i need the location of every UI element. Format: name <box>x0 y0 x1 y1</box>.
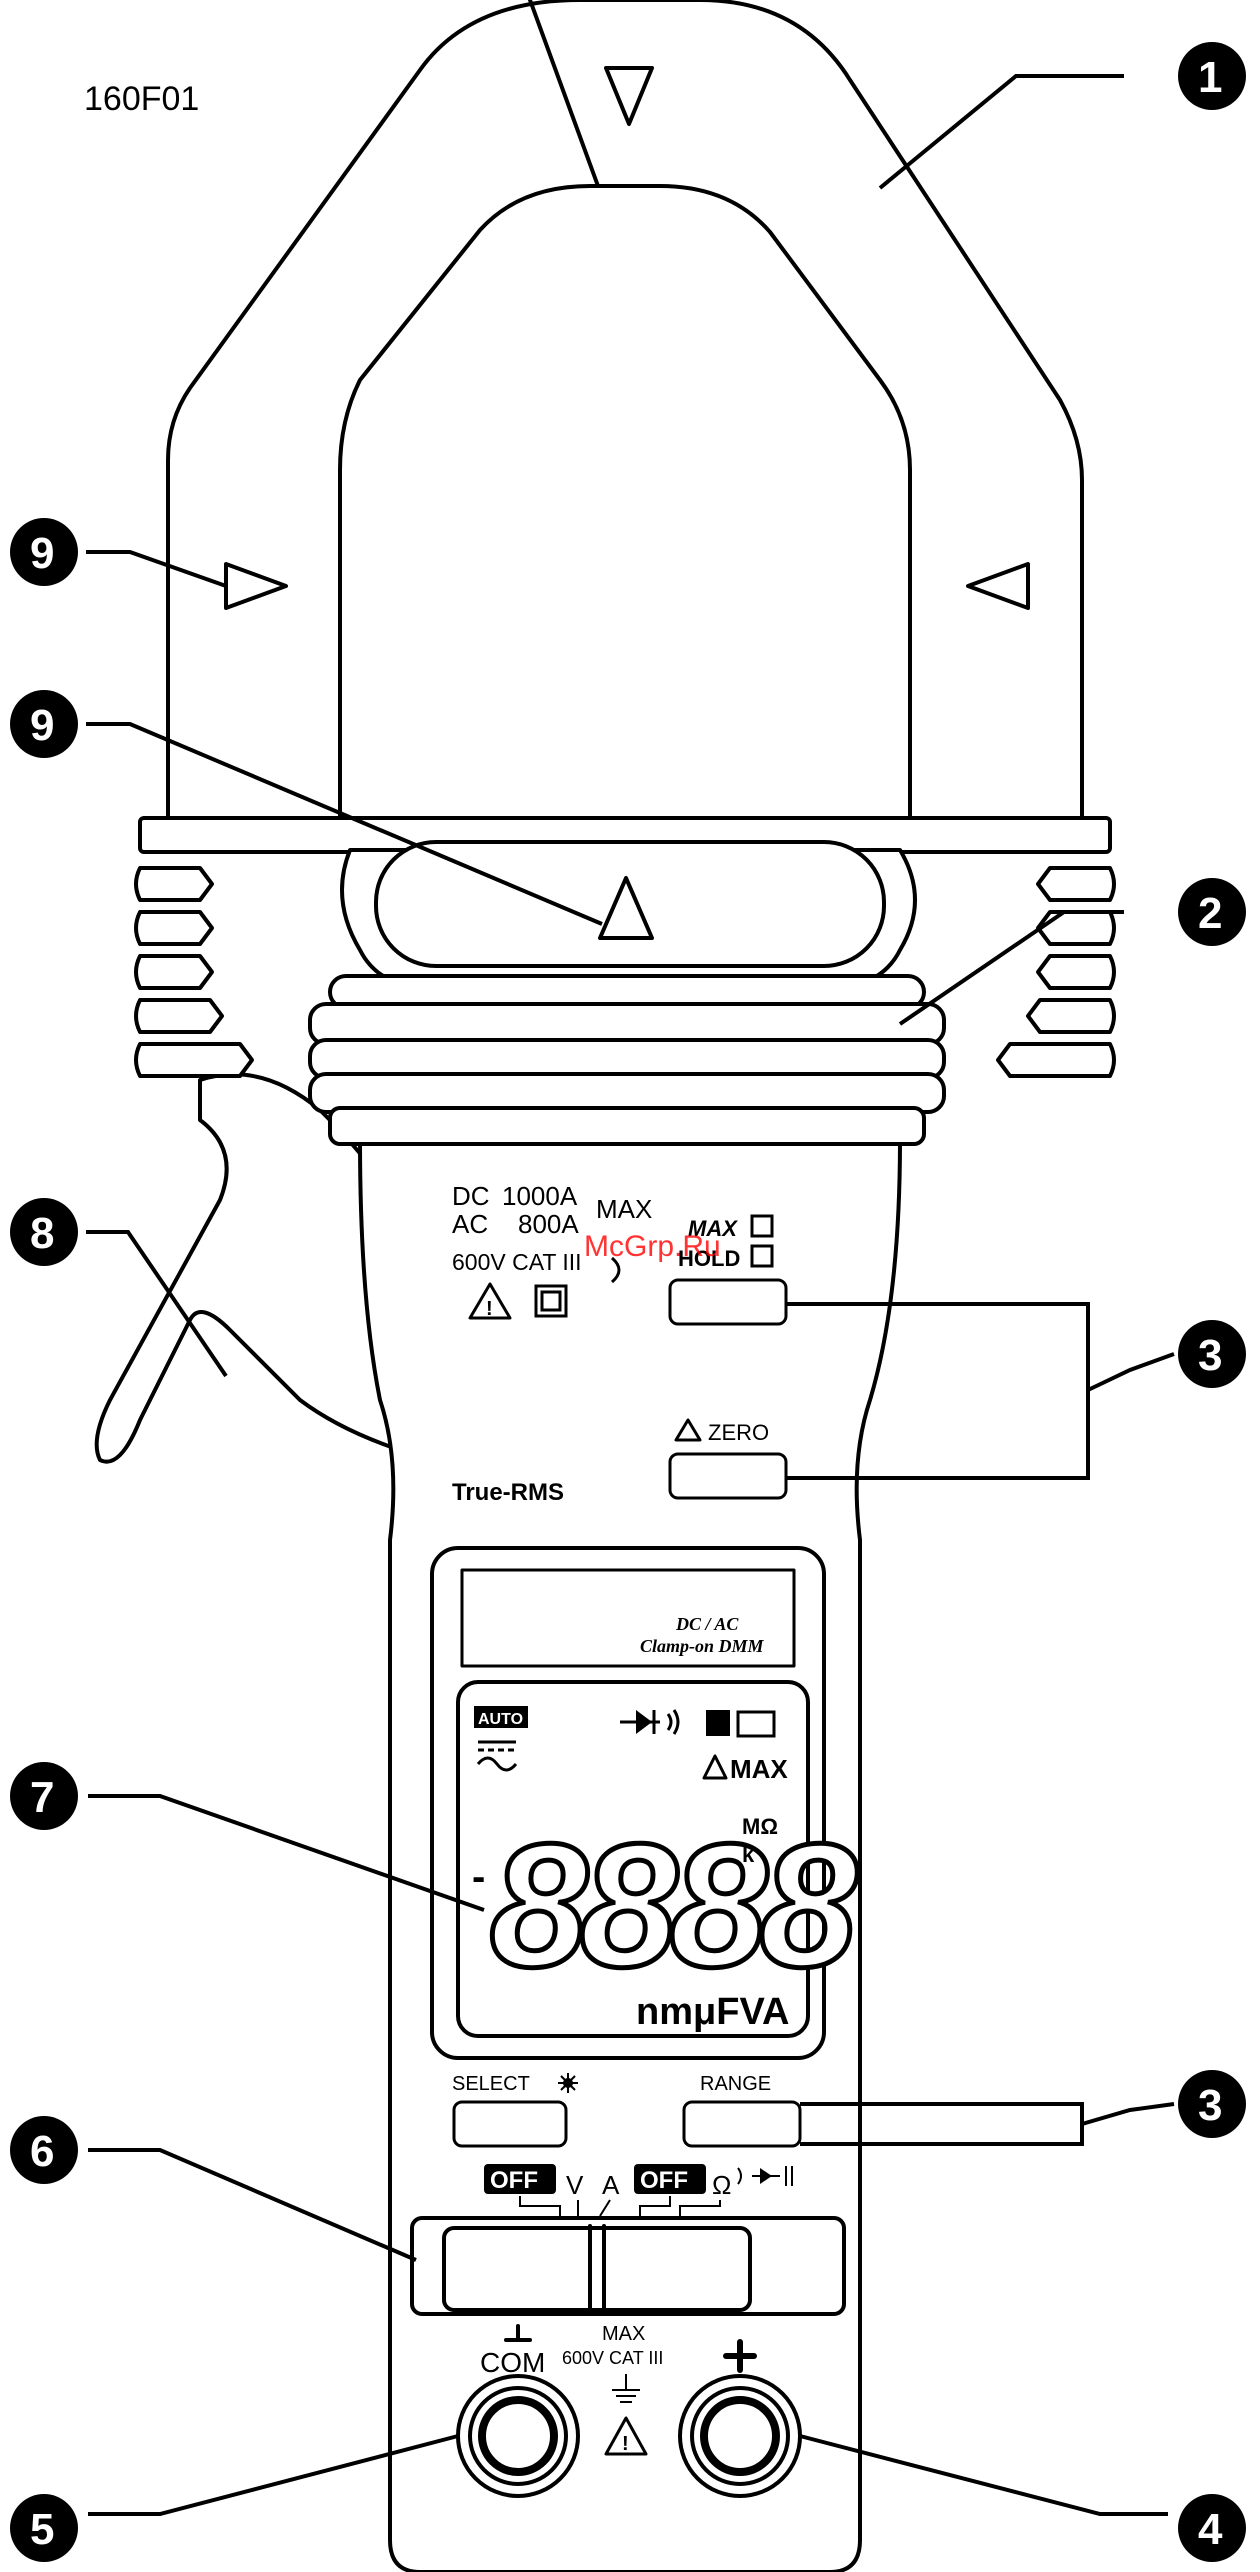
svg-text:!: ! <box>622 2433 629 2455</box>
svg-text:7: 7 <box>30 1773 54 1822</box>
range-button[interactable] <box>684 2102 800 2146</box>
rating-max: MAX <box>596 1194 652 1224</box>
lcd-digits: 8888 <box>490 1808 858 2004</box>
svg-text:5: 5 <box>30 2505 54 2554</box>
positive-jack-hole <box>704 2400 776 2472</box>
window-label-1: DC / AC <box>675 1614 739 1634</box>
rating-category: 600V CAT III <box>452 1249 582 1275</box>
dial-off-left: OFF <box>490 2167 538 2194</box>
callout-6: 6 <box>10 2116 78 2184</box>
terminal-max: MAX <box>602 2323 645 2345</box>
range-label: RANGE <box>700 2073 771 2095</box>
callout-5: 5 <box>10 2494 78 2562</box>
grip-ridges-left <box>136 868 252 1076</box>
window-label-2: Clamp-on DMM <box>640 1636 765 1656</box>
backlight-icon <box>558 2073 578 2093</box>
dial-off-right: OFF <box>640 2167 688 2194</box>
lcd-unit-mohm: MΩ <box>742 1814 778 1839</box>
true-rms-label: True-RMS <box>452 1479 564 1506</box>
svg-text:1: 1 <box>1198 53 1222 102</box>
svg-text:9: 9 <box>30 529 54 578</box>
grip-ridges-right <box>998 868 1114 1076</box>
rating-ac-label: AC <box>452 1209 488 1239</box>
select-label: SELECT <box>452 2073 530 2095</box>
leader-1 <box>880 76 1124 188</box>
svg-text:6: 6 <box>30 2127 54 2176</box>
watermark: McGrp.Ru <box>584 1230 721 1263</box>
callout-7: 7 <box>10 1762 78 1830</box>
callout-4: 4 <box>1178 2494 1246 2562</box>
svg-text:3: 3 <box>1198 2081 1222 2130</box>
callout-1: 1 <box>1178 42 1246 110</box>
lcd-minus: - <box>472 1855 485 1899</box>
svg-text:3: 3 <box>1198 1331 1222 1380</box>
warning-mark: ! <box>486 1298 493 1320</box>
terminal-com-label: COM <box>480 2347 545 2378</box>
svg-text:9: 9 <box>30 701 54 750</box>
svg-text:8: 8 <box>30 1209 54 1258</box>
terminal-rating: 600V CAT III <box>562 2348 663 2368</box>
callout-8: 8 <box>10 1198 78 1266</box>
callout-3b: 3 <box>1178 2070 1246 2138</box>
figure-id: 160F01 <box>84 80 199 118</box>
lcd-units-row: nmμFVA <box>636 1991 789 2033</box>
select-button[interactable] <box>454 2102 566 2146</box>
lcd-max: MAX <box>730 1754 788 1784</box>
rating-dc-label: DC <box>452 1181 490 1211</box>
svg-text:2: 2 <box>1198 889 1222 938</box>
lcd-auto: AUTO <box>478 1711 523 1728</box>
lcd-unit-k: k <box>742 1842 755 1867</box>
leader-6 <box>88 2150 416 2260</box>
dial-ohm: Ω <box>712 2170 731 2200</box>
com-jack-hole <box>482 2400 554 2472</box>
zero-button[interactable] <box>670 1454 786 1498</box>
zero-label: ZERO <box>708 1420 769 1445</box>
rating-dc-value: 1000A <box>502 1181 578 1211</box>
dial-v: V <box>566 2170 584 2200</box>
max-hold-button[interactable] <box>670 1280 786 1324</box>
hand-barrier <box>310 976 944 1144</box>
dial-a: A <box>602 2170 620 2200</box>
callout-9a: 9 <box>10 518 78 586</box>
callout-9b: 9 <box>10 690 78 758</box>
svg-text:4: 4 <box>1198 2505 1223 2554</box>
rating-ac-value: 800A <box>518 1209 579 1239</box>
callout-3a: 3 <box>1178 1320 1246 1388</box>
callout-2: 2 <box>1178 878 1246 946</box>
rotary-switch-knob[interactable] <box>444 2228 750 2310</box>
